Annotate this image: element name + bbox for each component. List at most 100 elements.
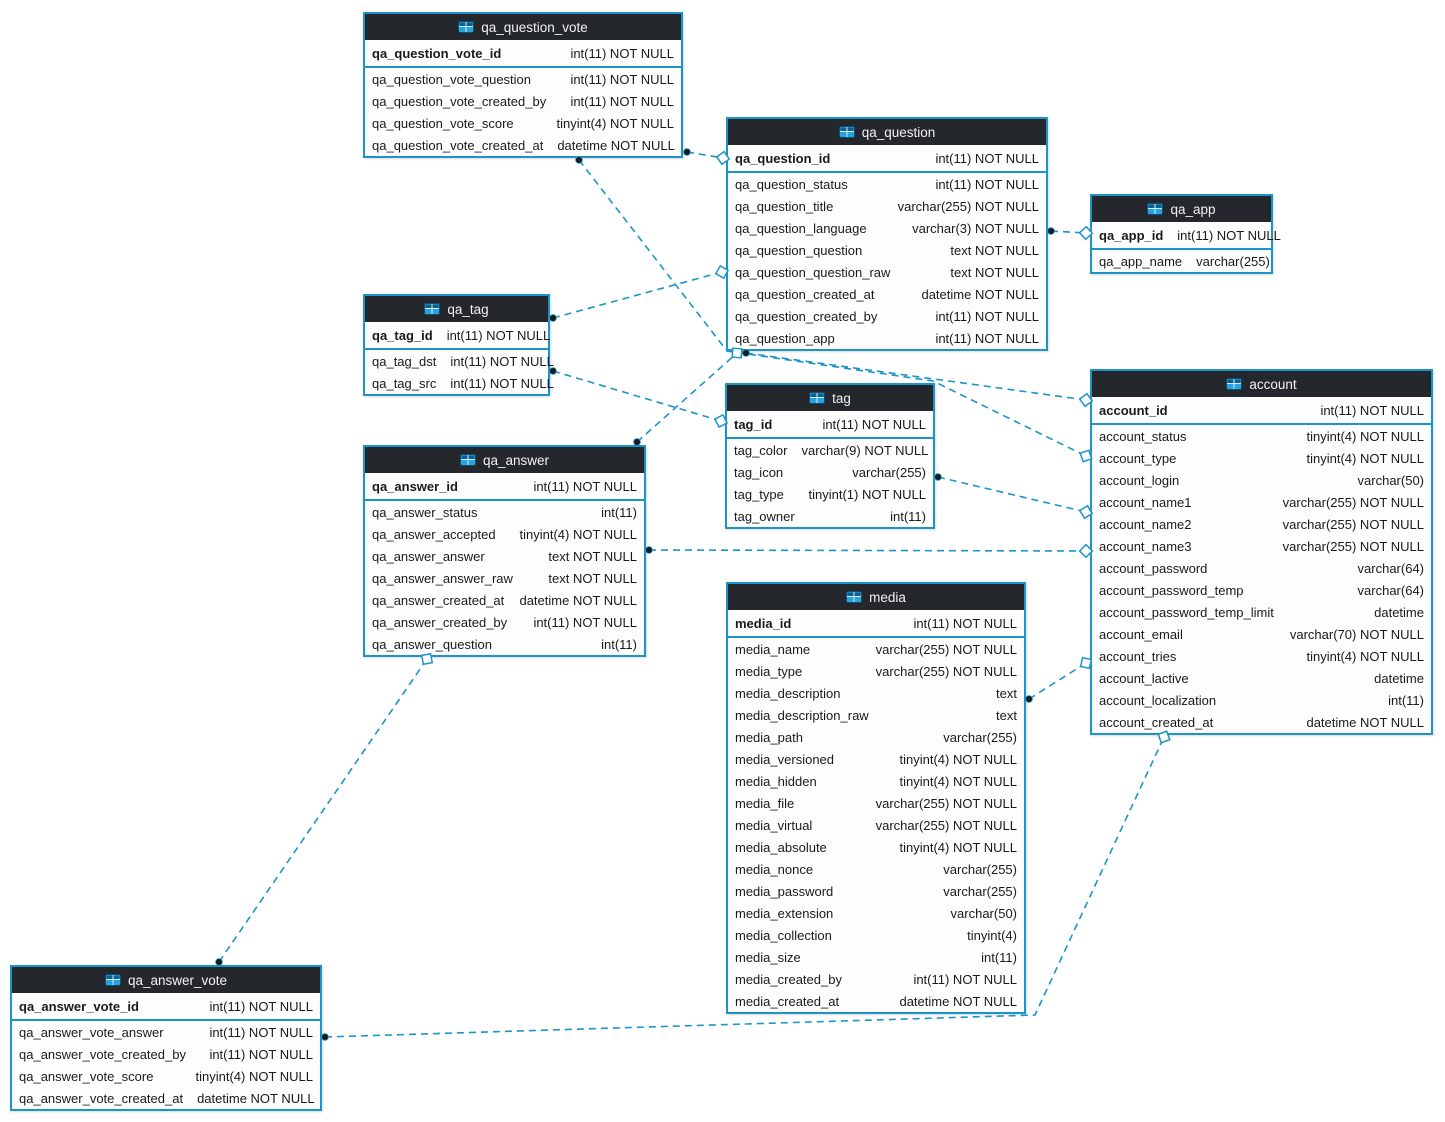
column-type: varchar(50) [950,905,1017,921]
column-type: varchar(255) [943,883,1017,899]
table-title: qa_tag [447,301,489,317]
column-name: media_versioned [735,751,835,767]
table-header[interactable]: qa_answer [365,447,644,474]
column-row: qa_answer_vote_created_by int(11) NOT NUL… [12,1043,320,1065]
column-type: datetime NOT NULL [519,592,637,608]
table-title: media [869,589,906,605]
table-header[interactable]: qa_question_vote [365,14,681,41]
column-type: tinyint(4) NOT NULL [1306,648,1424,664]
table-header[interactable]: account [1092,371,1431,398]
column-type: int(11) NOT NULL [935,330,1039,346]
column-name: media_size [735,949,801,965]
column-type: int(11) [890,508,926,524]
column-type: int(11) [1388,692,1424,708]
column-name: qa_question_language [735,220,867,236]
column-name: account_status [1099,428,1187,444]
column-row: tag_color varchar(9) NOT NULL [727,439,933,461]
column-type: varchar(255) [1196,253,1270,269]
column-name: account_localization [1099,692,1217,708]
table-header[interactable]: qa_answer_vote [12,967,320,994]
table-icon [1147,203,1164,215]
table-icon [809,392,826,404]
column-name: qa_question_created_at [735,286,875,302]
column-type: int(11) NOT NULL [209,999,313,1014]
column-name: qa_tag_id [372,328,433,343]
column-type: varchar(50) [1357,472,1424,488]
column-name: account_id [1099,403,1168,418]
column-row: qa_answer_question int(11) [365,633,644,655]
column-type: varchar(9) NOT NULL [801,442,929,458]
column-name: qa_answer_question [372,636,492,652]
column-name: tag_color [734,442,788,458]
column-type: int(11) NOT NULL [209,1046,313,1062]
column-type: varchar(255) NOT NULL [875,641,1017,657]
column-row: account_localization int(11) [1092,689,1431,711]
column-name: media_collection [735,927,832,943]
table-icon [458,21,475,33]
column-type: text NOT NULL [548,570,637,586]
column-type: datetime NOT NULL [921,286,1039,302]
column-name: qa_answer_answer [372,548,485,564]
column-name: qa_answer_created_at [372,592,505,608]
column-row: media_collection tinyint(4) [728,924,1024,946]
column-name: qa_answer_vote_created_at [19,1090,184,1106]
column-row: qa_answer_created_at datetime NOT NULL [365,589,644,611]
column-type: tinyint(4) NOT NULL [899,773,1017,789]
table-header[interactable]: media [728,584,1024,611]
column-type: text NOT NULL [950,264,1039,280]
table-header[interactable]: qa_question [728,119,1046,146]
column-type: datetime [1374,670,1424,686]
column-name: account_name3 [1099,538,1192,554]
column-name: qa_question_question [735,242,863,258]
column-type: tinyint(1) NOT NULL [808,486,926,502]
table-header[interactable]: tag [727,385,933,412]
column-name: qa_answer_vote_created_by [19,1046,186,1062]
table-header[interactable]: qa_tag [365,296,548,323]
table-title: qa_answer_vote [127,972,228,988]
column-type: int(11) [601,636,637,652]
column-name: qa_question_vote_question [372,71,532,87]
column-name: media_name [735,641,811,657]
column-type: varchar(255) [943,729,1017,745]
column-name: qa_question_app [735,330,835,346]
table-header[interactable]: qa_app [1092,196,1271,223]
column-type: varchar(70) NOT NULL [1289,626,1424,642]
column-type: datetime [1374,604,1424,620]
column-type: tinyint(4) [967,927,1017,943]
column-type: varchar(255) [852,464,926,480]
column-name: qa_answer_id [372,479,458,494]
column-type: varchar(255) NOT NULL [1282,494,1424,510]
column-type: datetime NOT NULL [1306,714,1424,730]
column-name: media_type [735,663,803,679]
column-row: media_name varchar(255) NOT NULL [728,638,1024,660]
column-name: media_password [735,883,834,899]
